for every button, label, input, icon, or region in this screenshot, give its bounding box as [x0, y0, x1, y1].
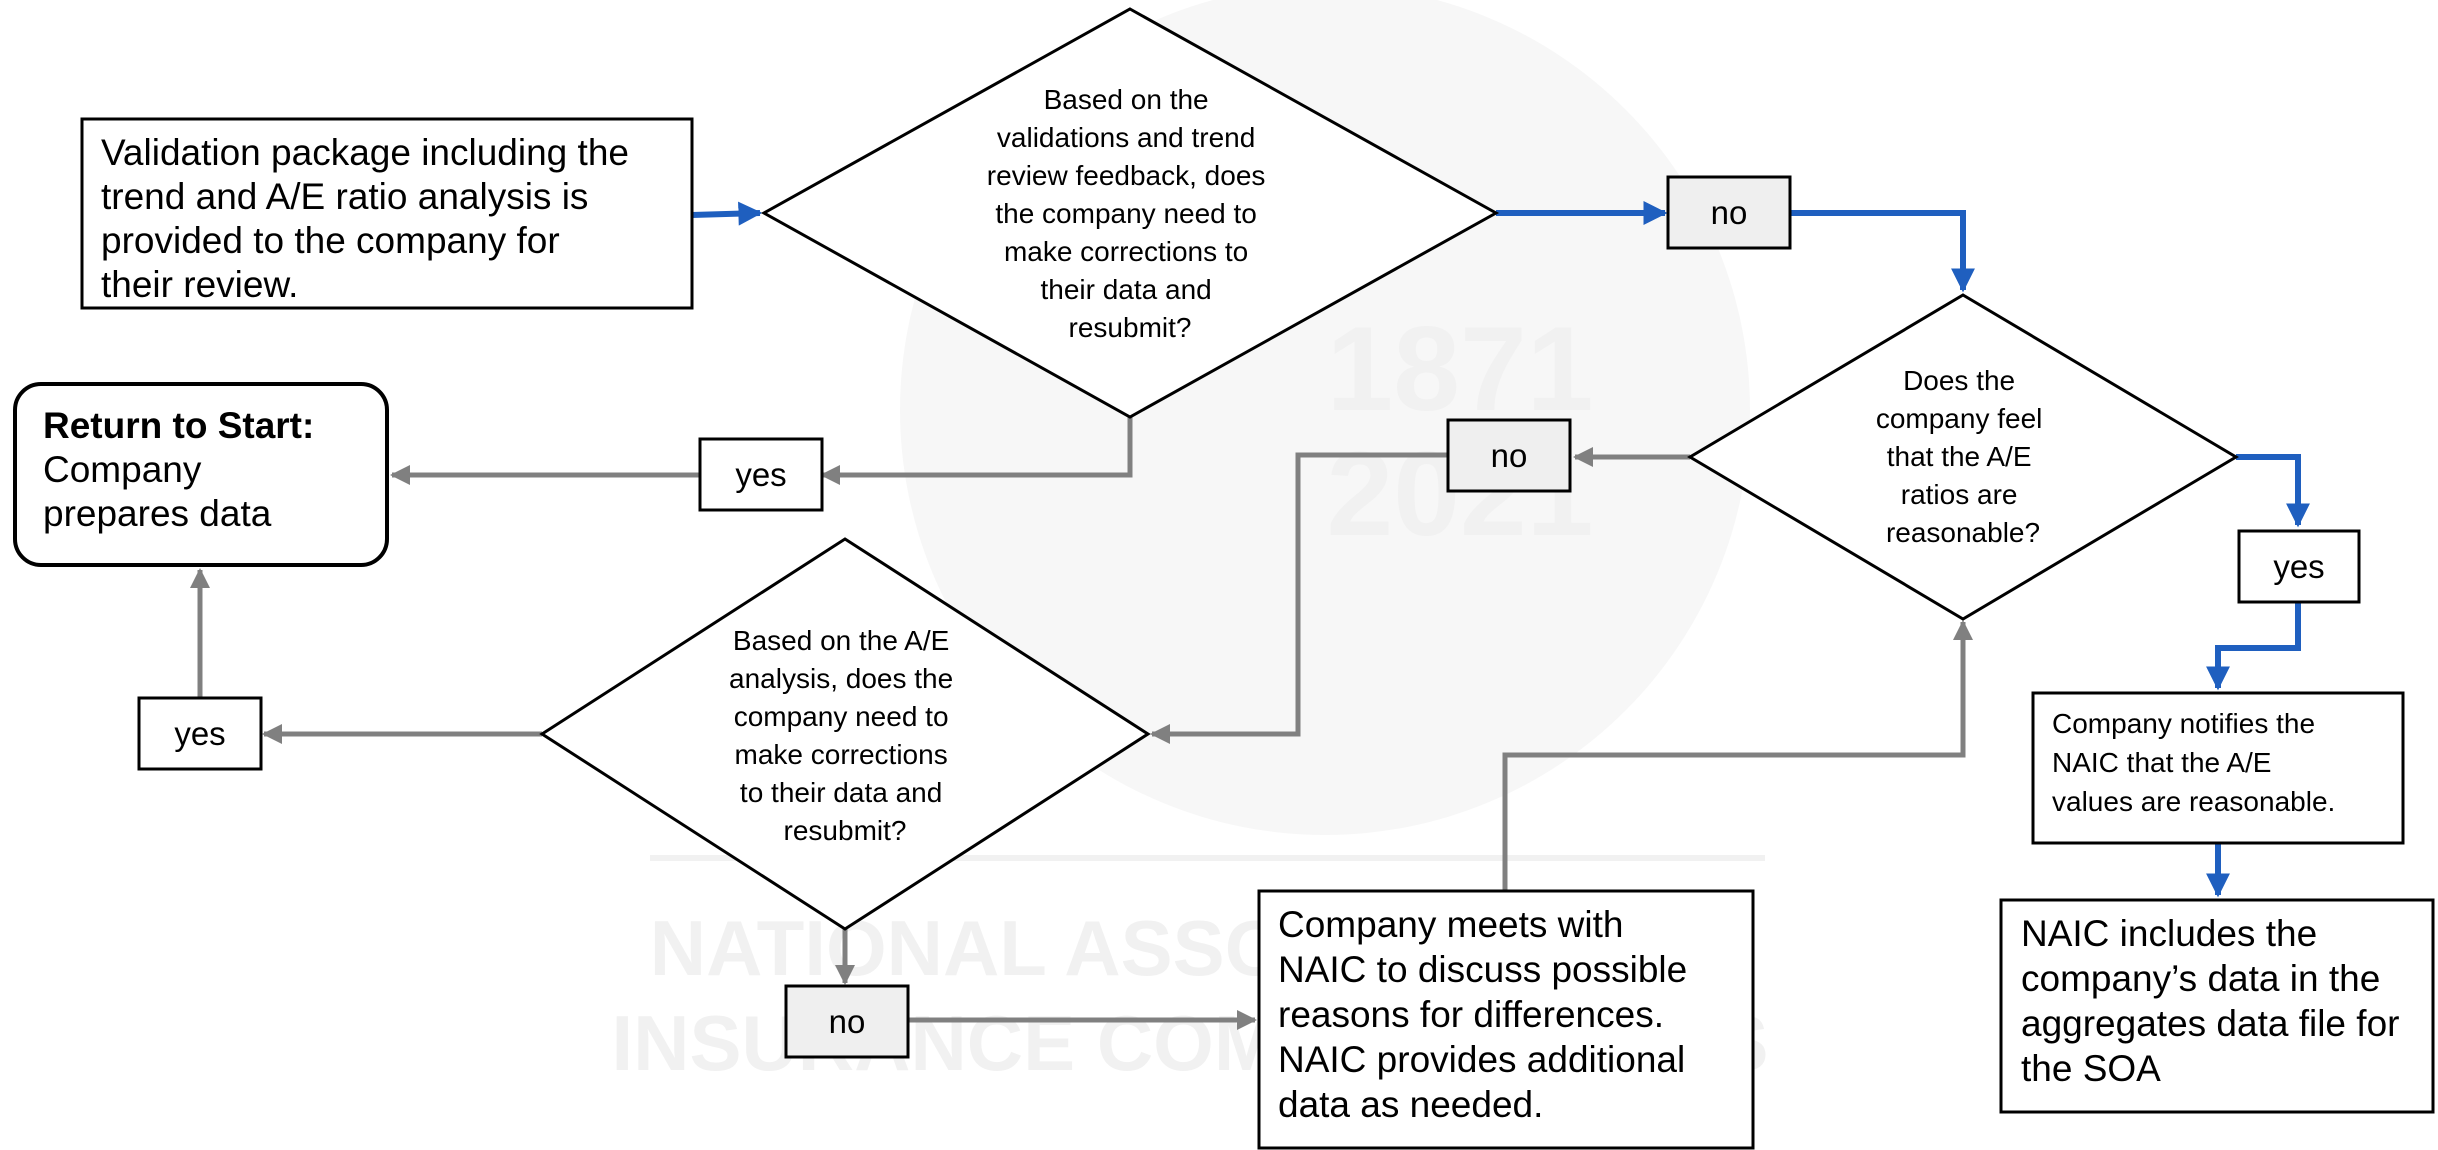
- validation-package-box: Validation package including the trend a…: [80, 117, 694, 310]
- svg-text:yes: yes: [2273, 548, 2324, 585]
- naic-includes-box: NAIC includes the company’s data in the …: [1999, 898, 2435, 1114]
- return-to-start-title: Return to Start:: [43, 405, 314, 446]
- company-meets-text: Company meets with NAIC to discuss possi…: [1278, 904, 1698, 1125]
- naic-includes-text: NAIC includes the company’s data in the …: [2021, 913, 2410, 1089]
- decision-corrections-trend-text: Based on the validations and trend revie…: [987, 84, 1273, 343]
- connector-decision2-to-yes: [2236, 454, 2310, 528]
- connector-yes-to-notifies: [2206, 603, 2301, 691]
- label-no-middle: no: [1446, 418, 1572, 493]
- connector-meets-to-decision2: [1502, 620, 1973, 890]
- company-notifies-box: Company notifies the NAIC that the A/E v…: [2031, 691, 2405, 845]
- decision-corrections-ae-text: Based on the A/E analysis, does the comp…: [729, 625, 961, 846]
- svg-text:no: no: [1491, 437, 1528, 474]
- decision-corrections-trend: Based on the validations and trend revie…: [760, 7, 1500, 419]
- svg-text:yes: yes: [735, 456, 786, 493]
- connectors: [190, 201, 2310, 1030]
- watermark-year-start: 1871: [1327, 302, 1594, 436]
- decision-corrections-ae: Based on the A/E analysis, does the comp…: [539, 537, 1151, 931]
- connector-no-to-decision2: [1790, 210, 1975, 293]
- return-to-start-box: Return to Start: Company prepares data: [13, 382, 389, 567]
- label-yes-top: yes: [698, 437, 824, 512]
- validation-package-text: Validation package including the trend a…: [101, 132, 639, 305]
- return-to-start-text: Company prepares data: [43, 449, 272, 534]
- label-no-bottom: no: [784, 984, 910, 1059]
- decision-ae-reasonable: Does the company feel that the A/E ratio…: [1687, 293, 2239, 621]
- svg-text:yes: yes: [174, 715, 225, 752]
- svg-text:no: no: [829, 1003, 866, 1040]
- company-notifies-text: Company notifies the NAIC that the A/E v…: [2052, 708, 2335, 817]
- connector-package-to-decision1: [691, 201, 763, 226]
- label-yes-right: yes: [2237, 529, 2361, 604]
- company-meets-box: Company meets with NAIC to discuss possi…: [1257, 889, 1755, 1150]
- connector-decision1-to-yes: [820, 417, 1133, 485]
- connector-no-to-decision3: [1150, 452, 1448, 744]
- svg-text:no: no: [1711, 194, 1748, 231]
- label-no-top: no: [1666, 175, 1792, 250]
- decision-ae-reasonable-text: Does the company feel that the A/E ratio…: [1876, 365, 2050, 548]
- label-yes-left: yes: [137, 696, 263, 771]
- watermark-divider: [650, 855, 1765, 861]
